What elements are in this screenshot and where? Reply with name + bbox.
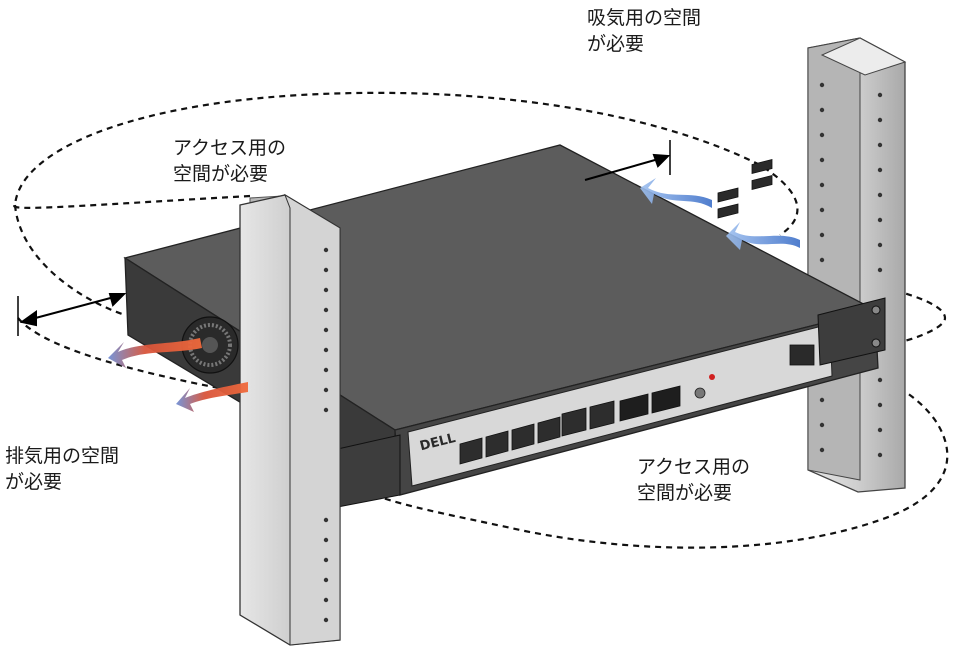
- rack-post-holes: [323, 247, 329, 623]
- exhaust-space-label-line1: 排気用の空間: [5, 445, 120, 467]
- exhaust-airflow-arrows: [108, 338, 248, 412]
- intake-airflow-arrows: [640, 178, 800, 250]
- side-clearance-zone-left: [13, 204, 241, 394]
- rear-access-space-label-line1: アクセス用の: [173, 137, 287, 159]
- rack-post-right-holes: [819, 82, 883, 458]
- exhaust-space-label-line2: が必要: [5, 471, 63, 493]
- intake-space-label: 吸気用の空間 が必要: [587, 5, 701, 57]
- clearance-dimension-arrows: [17, 140, 671, 336]
- sfp-port-group: [619, 385, 681, 422]
- rack-post-left: [239, 193, 341, 646]
- front-access-space-label-line2: 空間が必要: [637, 482, 733, 504]
- front-access-space-label: アクセス用の 空間が必要: [637, 454, 750, 506]
- intake-space-label-line1: 吸気用の空間: [587, 7, 702, 29]
- rear-access-space-label: アクセス用の 空間が必要: [173, 135, 286, 187]
- usb-port-group: [717, 159, 773, 219]
- exhaust-space-label: 排気用の空間 が必要: [5, 443, 119, 495]
- status-led: [709, 374, 715, 380]
- intake-space-label-line2: が必要: [587, 33, 645, 55]
- rj45-port-group-a: [459, 416, 561, 465]
- reset-button: [694, 387, 706, 399]
- fan-icon: [181, 316, 239, 374]
- rear-access-space-label-line2: 空間が必要: [173, 163, 269, 185]
- front-access-space-label-line1: アクセス用の: [637, 456, 751, 478]
- rj45-port-group-b: [561, 400, 615, 437]
- console-port: [789, 344, 815, 366]
